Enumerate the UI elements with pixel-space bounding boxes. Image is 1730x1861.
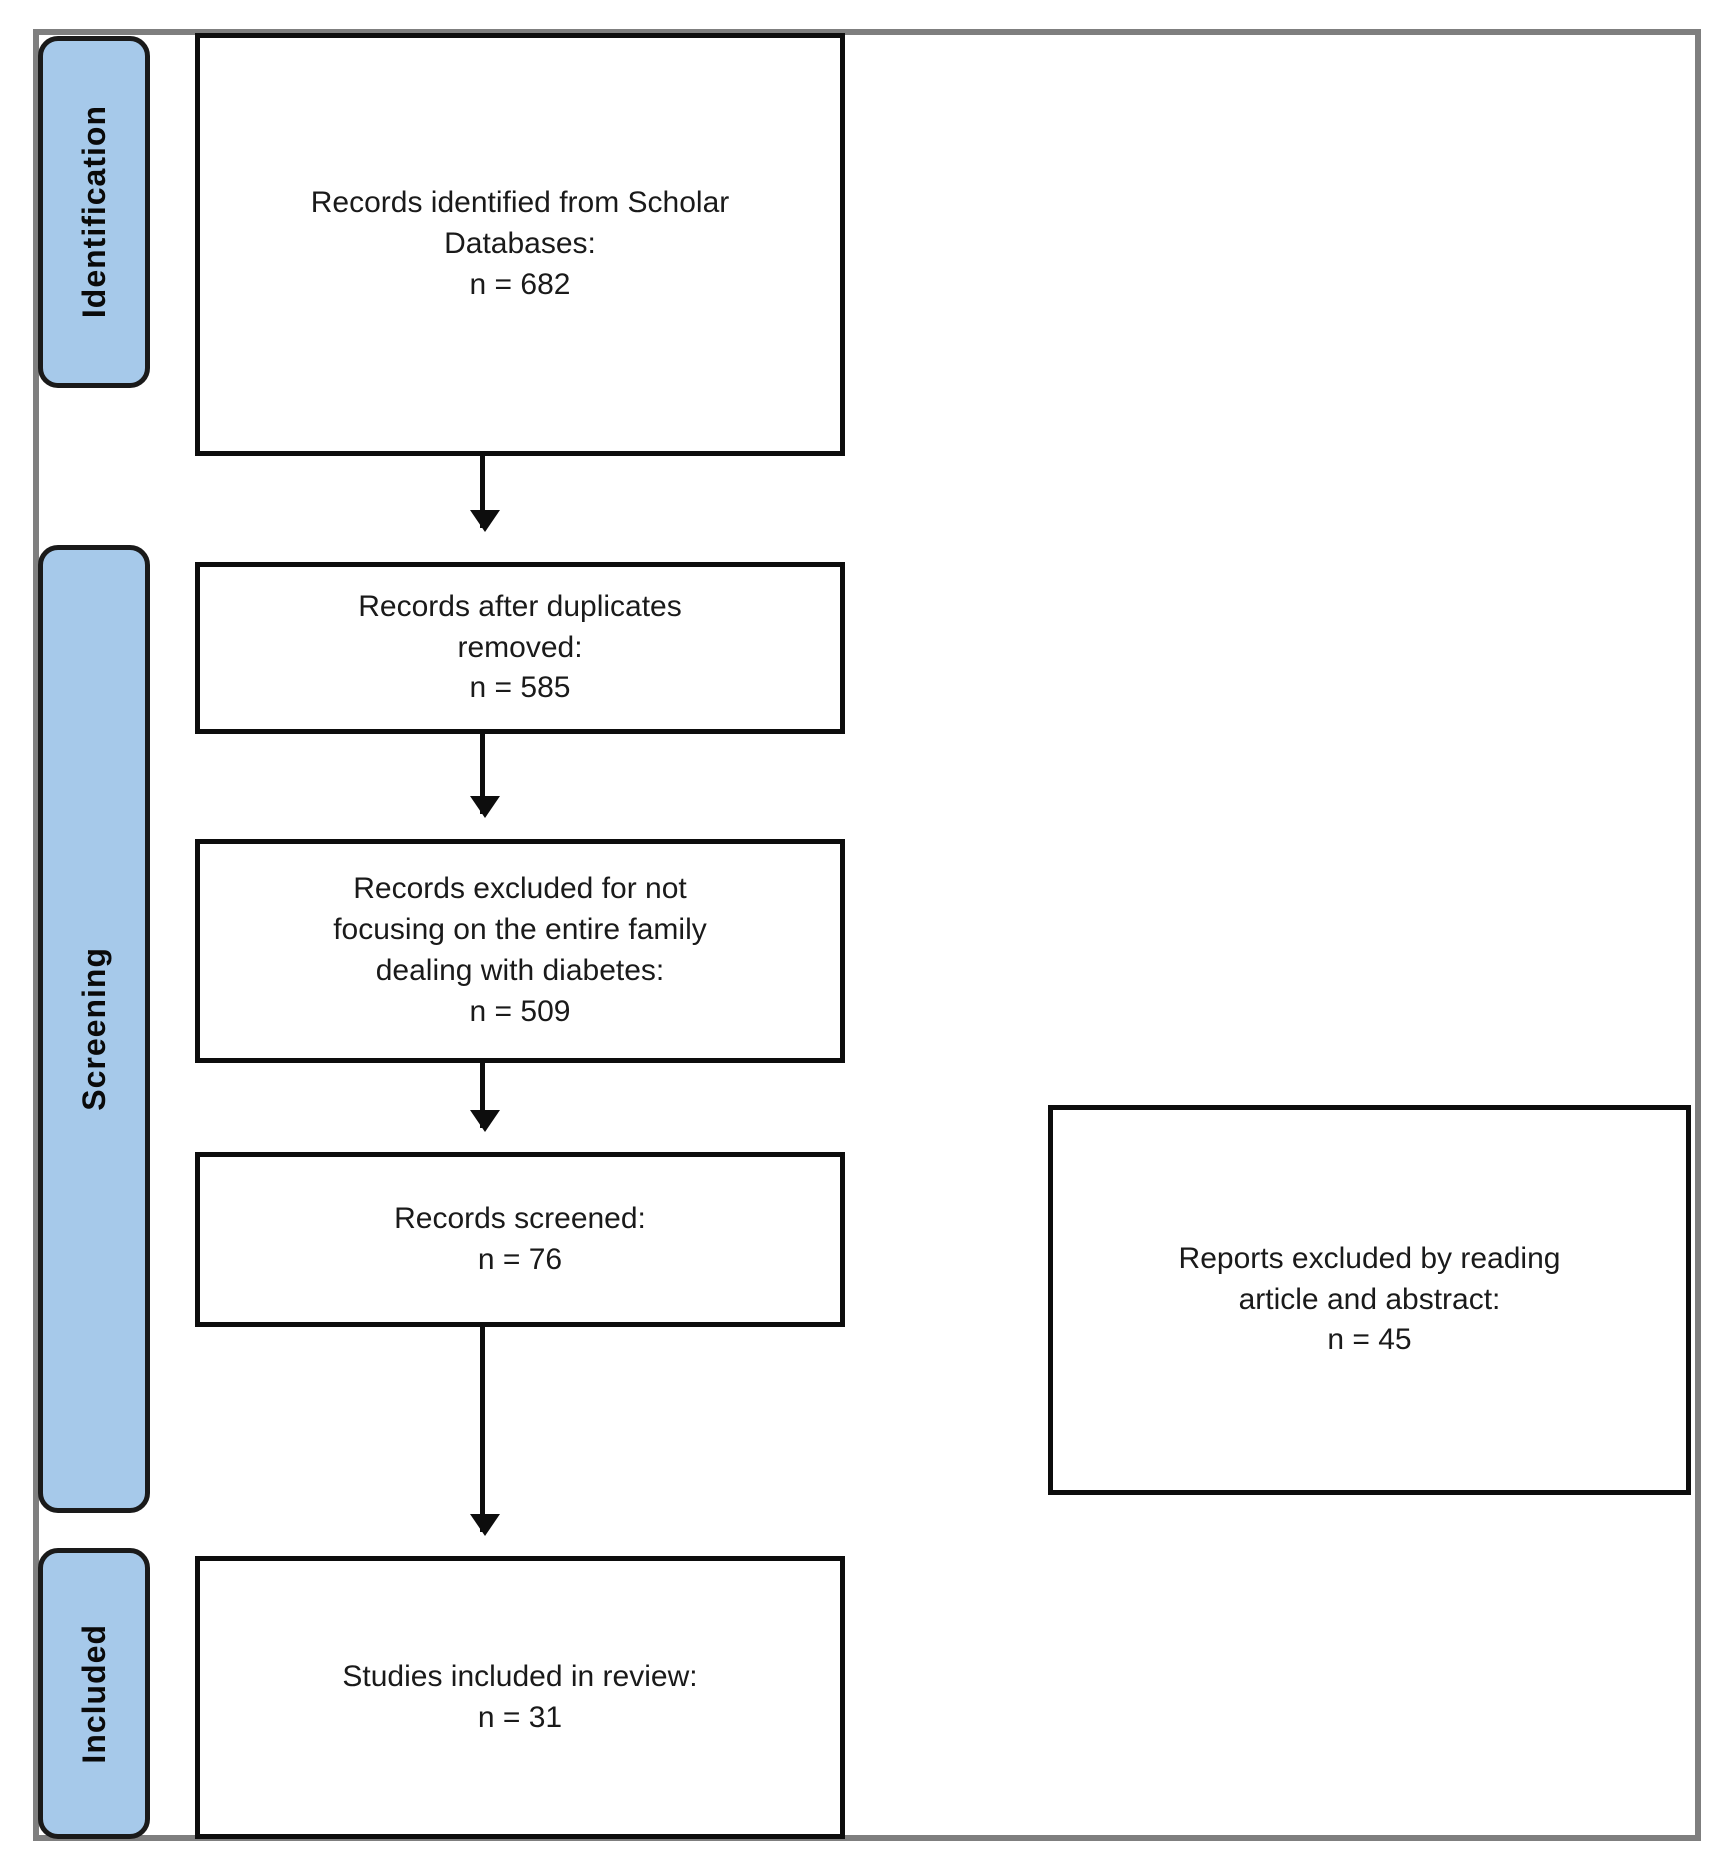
stage-pill-identification: Identification — [38, 36, 150, 388]
box-records-excluded-not-focusing-text: Records excluded for not focusing on the… — [333, 872, 707, 1028]
stage-pill-screening: Screening — [38, 545, 150, 1513]
box-records-after-duplicates-removed-text: Records after duplicates removed: n = 58… — [358, 589, 682, 705]
box-reports-excluded: Reports excluded by reading article and … — [1048, 1105, 1691, 1495]
diagram-outer-frame — [33, 29, 1701, 1841]
box-records-screened: Records screened: n = 76 — [195, 1152, 845, 1327]
stage-label-included: Included — [76, 1623, 112, 1764]
arrow-down-icon-identified-to-duplicates — [470, 456, 500, 532]
box-reports-excluded-text: Reports excluded by reading article and … — [1178, 1241, 1561, 1357]
box-studies-included-in-review: Studies included in review: n = 31 — [195, 1556, 845, 1839]
arrow-down-icon-duplicates-to-excluded — [470, 734, 500, 818]
box-records-excluded-not-focusing: Records excluded for not focusing on the… — [195, 839, 845, 1063]
stage-label-screening: Screening — [76, 947, 112, 1111]
box-records-identified-text: Records identified from Scholar Database… — [310, 186, 730, 301]
arrow-down-icon-screened-to-included — [470, 1327, 500, 1536]
box-records-screened-text: Records screened: n = 76 — [394, 1201, 646, 1276]
arrow-down-icon-excluded-to-screened — [470, 1063, 500, 1132]
box-studies-included-in-review-text: Studies included in review: n = 31 — [342, 1659, 698, 1734]
box-records-after-duplicates-removed: Records after duplicates removed: n = 58… — [195, 562, 845, 734]
box-records-identified: Records identified from Scholar Database… — [195, 33, 845, 456]
stage-pill-included: Included — [38, 1548, 150, 1839]
stage-label-identification: Identification — [76, 105, 112, 319]
